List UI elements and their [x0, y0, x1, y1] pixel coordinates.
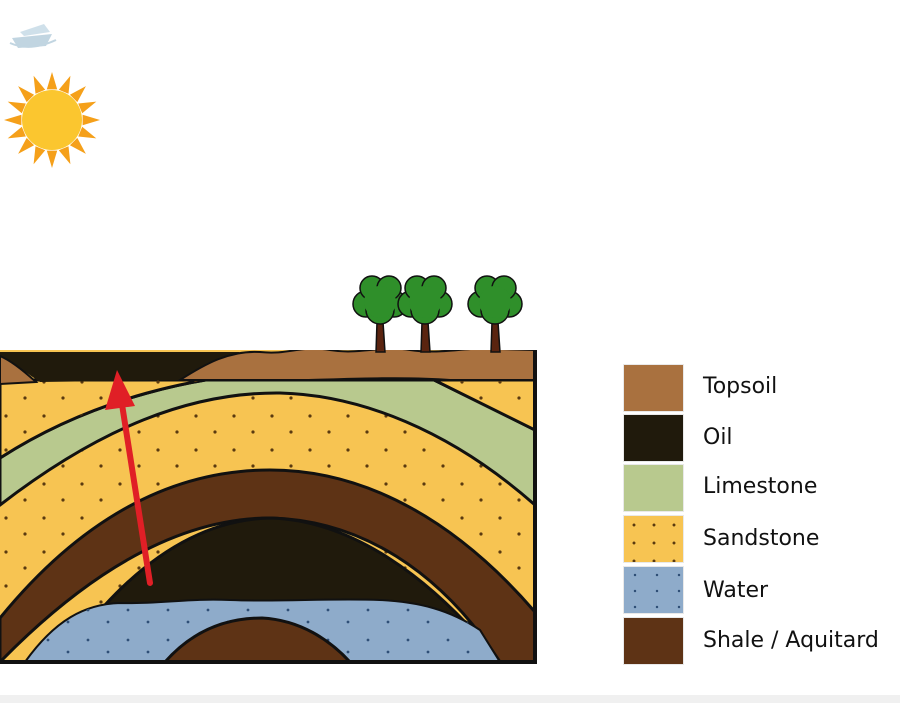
legend-swatch-water — [623, 566, 684, 614]
arrow-up-icon — [105, 370, 153, 586]
legend-swatch-topsoil — [623, 364, 684, 412]
legend-label-oil: Oil — [703, 425, 733, 450]
ship-logo-icon — [9, 24, 57, 48]
trees-group — [352, 275, 523, 353]
tree-icon — [397, 275, 453, 353]
legend-label-limestone: Limestone — [703, 474, 818, 499]
tree-icon — [352, 275, 408, 353]
legend-swatch-limestone — [623, 464, 684, 512]
shale-layer — [0, 468, 535, 662]
surface-oil-pool — [0, 352, 240, 382]
legend-label-water: Water — [703, 578, 769, 603]
sun-icon — [4, 72, 100, 168]
legend-swatch-shale — [623, 617, 684, 665]
legend-label-topsoil: Topsoil — [703, 374, 778, 399]
topsoil-layer — [176, 350, 535, 381]
legend-label-sandstone: Sandstone — [703, 526, 820, 551]
legend-swatch-oil — [623, 414, 684, 462]
lower-shale-dome — [162, 616, 353, 662]
legend-label-shale: Shale / Aquitard — [703, 628, 879, 653]
geology-cross-section — [0, 350, 535, 662]
section-frame — [0, 350, 537, 664]
bottom-edge — [0, 695, 900, 703]
legend-swatch-sandstone — [623, 515, 684, 563]
tree-icon — [467, 275, 523, 353]
